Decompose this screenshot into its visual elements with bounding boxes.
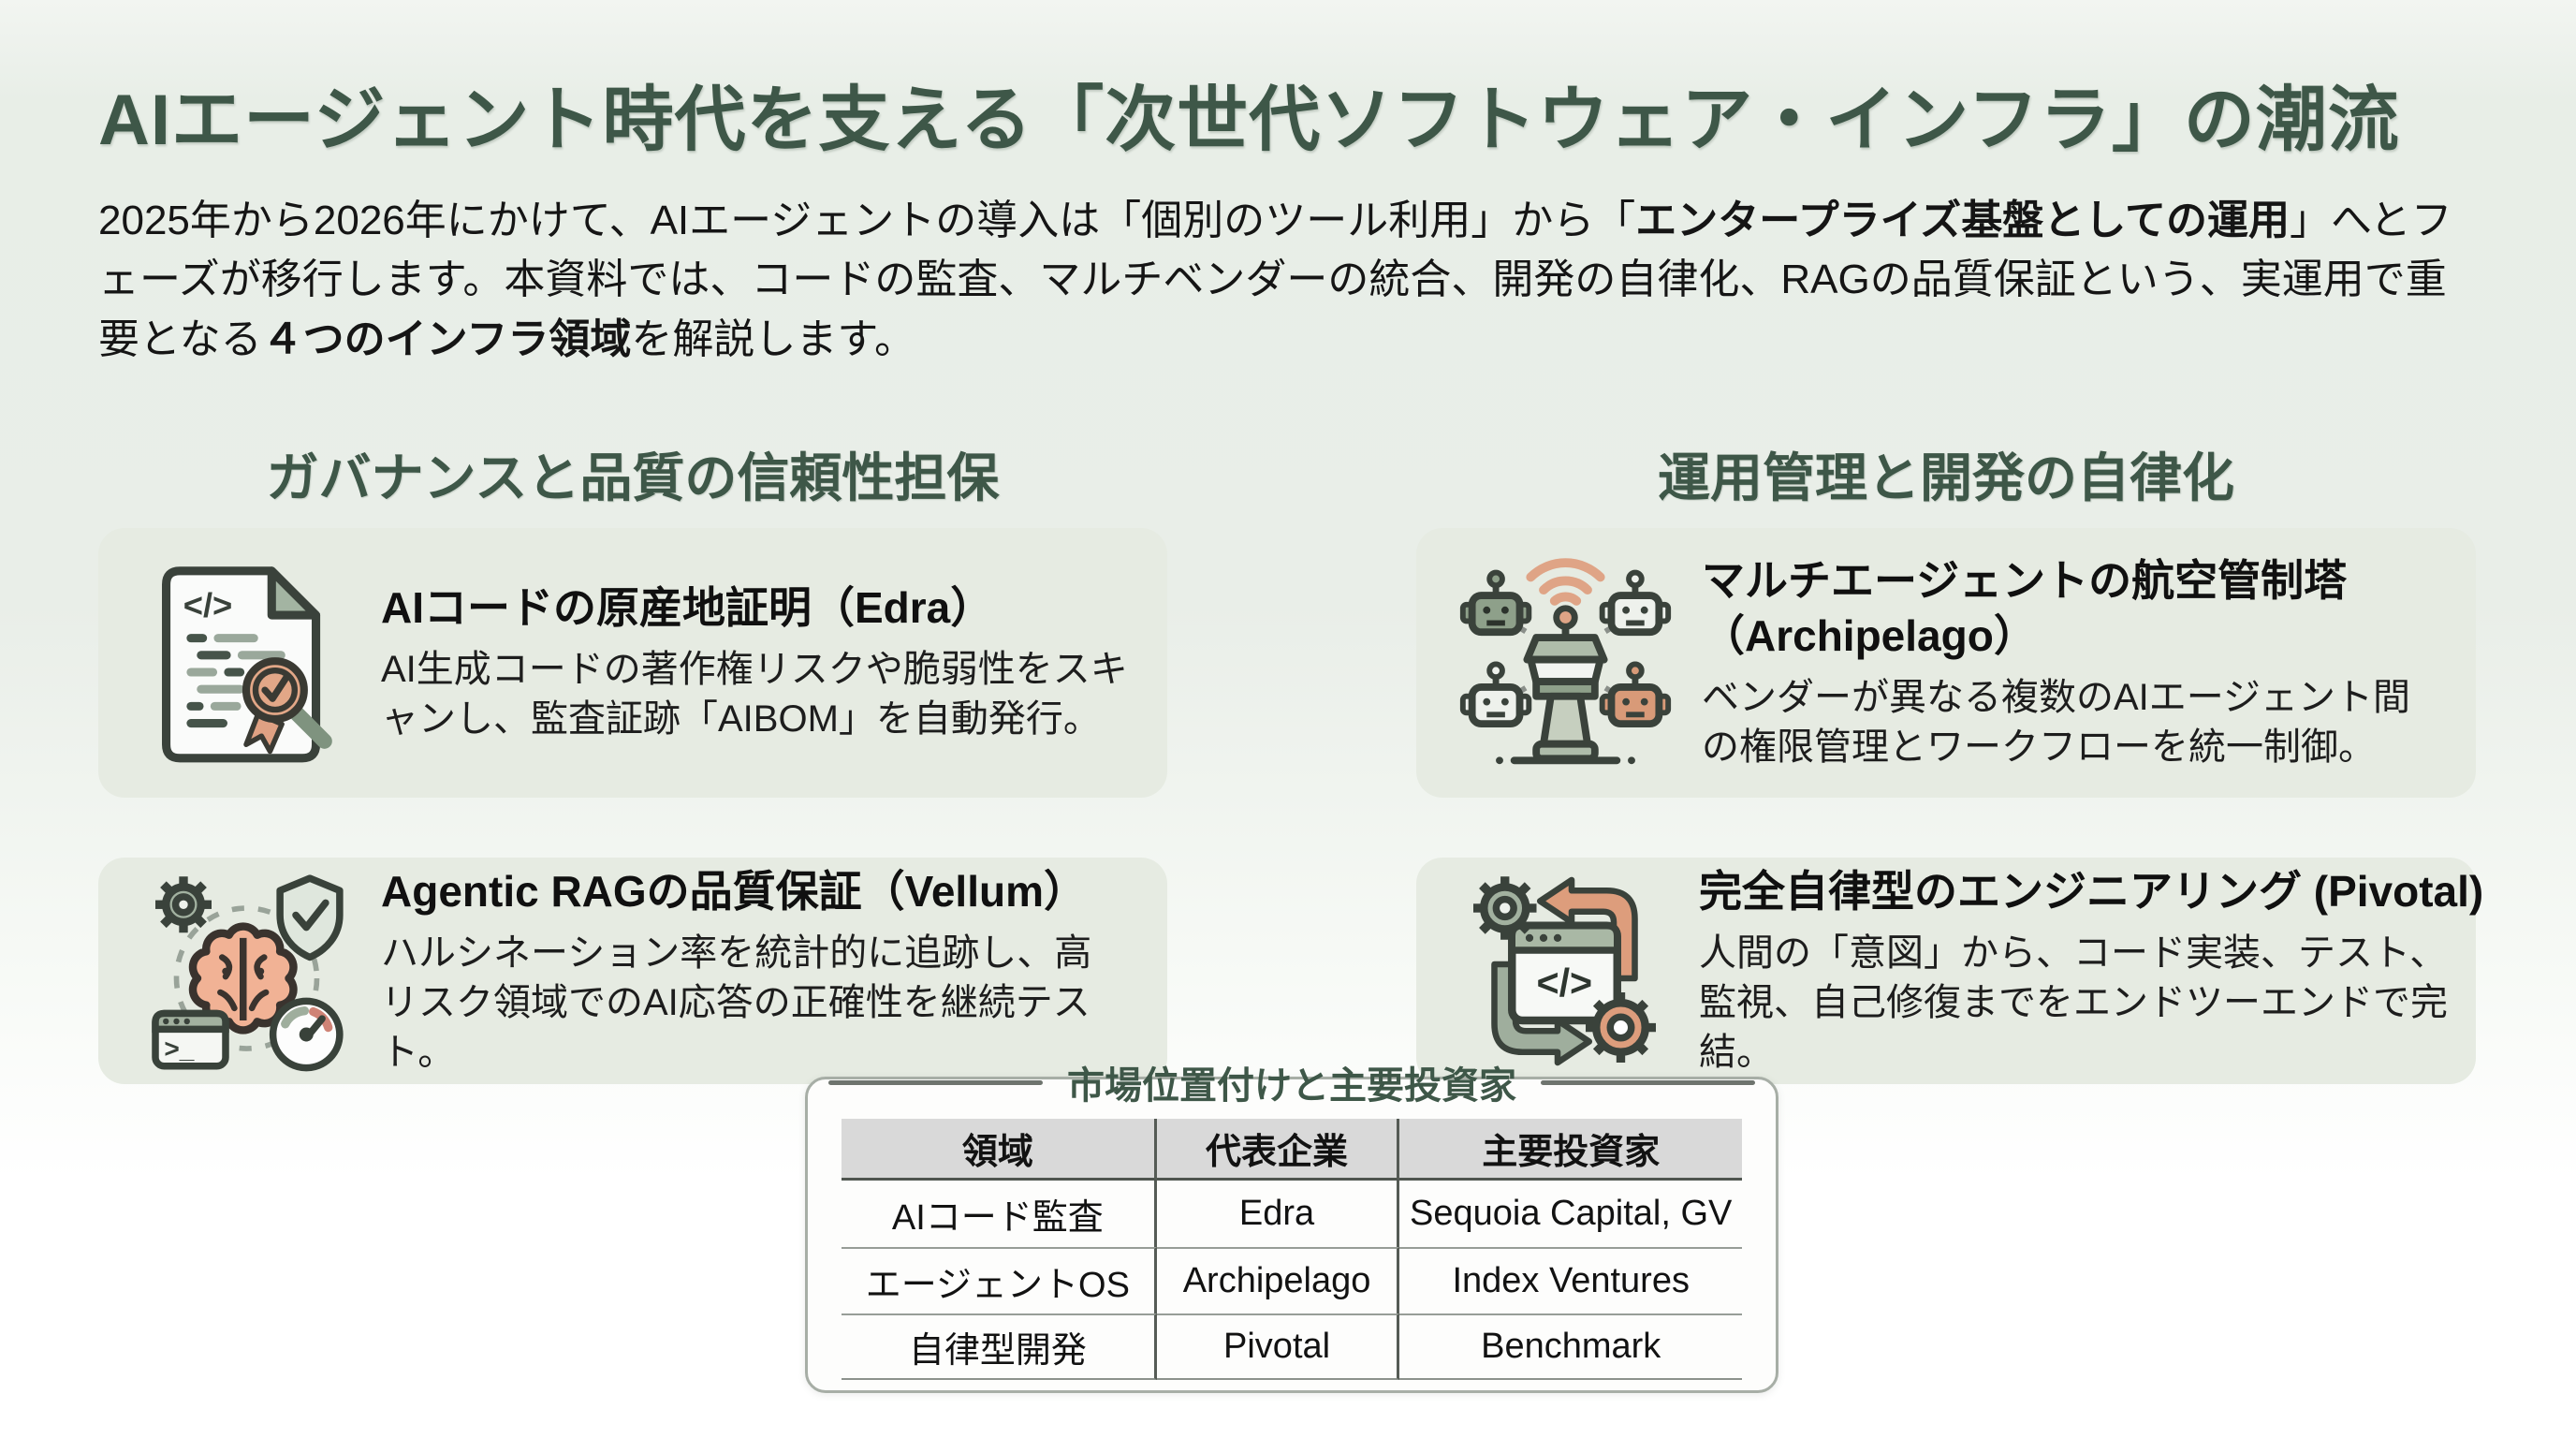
intro-paragraph: 2025年から2026年にかけて、AIエージェントの導入は「個別のツール利用」か… [98, 191, 2481, 369]
table-cell-domain-2: エージェントOS [842, 1247, 1157, 1313]
svg-text:</>: </> [1536, 961, 1592, 1004]
market-table-legend: 市場位置付けと主要投資家 [828, 1055, 1755, 1109]
card-body-archipelago: ベンダーが異なる複数のAIエージェント間の権限管理とワークフローを統一制御。 [1702, 676, 2410, 768]
table-cell-investors-1: Sequoia Capital, GV [1410, 1194, 1733, 1233]
feature-card-archipelago: マルチエージェントの航空管制塔（Archipelago） ベンダーが異なる複数の… [1416, 528, 2476, 798]
table-cell-company-2: Archipelago [1156, 1247, 1400, 1313]
card-title-vellum: Agentic RAGの品質保証（Vellum） [381, 866, 1087, 916]
page-title: AIエージェント時代を支える「次世代ソフトウェア・インフラ」の潮流 [98, 81, 2400, 160]
column-header-investors: 主要投資家 [1399, 1119, 1742, 1181]
column-header-company: 代表企業 [1156, 1119, 1400, 1181]
intro-bold-four-areas: ４つのインフラ領域 [261, 315, 632, 362]
legend-divider-right [1541, 1079, 1755, 1085]
market-table-box: 市場位置付けと主要投資家 領域 代表企業 主要投資家 AIコード監査 Edra … [805, 1065, 1778, 1393]
card-title-edra: AIコードの原産地証明（Edra） [381, 583, 994, 633]
autonomous-engineering-icon: </> [1456, 866, 1673, 1077]
feature-card-vellum: >_ Agentic RAGの品質保証（Vellum） ハルシネーション率を統計… [98, 858, 1167, 1084]
market-table-title: 市場位置付けと主要投資家 [1067, 1065, 1516, 1107]
multi-agent-control-tower-icon [1456, 553, 1676, 773]
card-title-archipelago: マルチエージェントの航空管制塔（Archipelago） [1702, 555, 2348, 660]
intro-text-2: 」へとフェーズが移行します。本資料では、コードの監査、マルチベンダーの統合、開発… [98, 198, 2452, 362]
market-table: 領域 代表企業 主要投資家 AIコード監査 Edra Sequoia Capit… [842, 1119, 1742, 1380]
table-cell-investors-3: Benchmark [1399, 1313, 1742, 1380]
card-body-vellum: ハルシネーション率を統計的に追跡し、高リスク領域でのAI応答の正確性を継続テスト… [381, 932, 1092, 1074]
section-header-governance: ガバナンスと品質の信頼性担保 [266, 448, 1000, 507]
table-cell-domain-1: AIコード監査 [842, 1181, 1157, 1247]
table-cell-company-3: Pivotal [1156, 1313, 1400, 1380]
legend-divider-left [828, 1079, 1043, 1085]
intro-text-1: 2025年から2026年にかけて、AIエージェントの導入は「個別のツール利用」か… [98, 198, 1636, 243]
card-body-pivotal: 人間の「意図」から、コード実装、テスト、監視、自己修復までをエンドツーエンドで完… [1699, 932, 2448, 1074]
feature-card-edra: </> AIコードの原産地証明（Edra） AI生成コードの著作権リスクや脆弱性… [98, 528, 1167, 798]
intro-text-3: を解説します。 [631, 315, 915, 362]
rag-quality-brain-icon: >_ [138, 866, 355, 1077]
table-cell-investors-2: Index Ventures [1399, 1247, 1742, 1313]
feature-card-pivotal: </> [1416, 858, 2483, 1084]
column-header-domain: 領域 [842, 1119, 1157, 1181]
table-cell-company-1: Edra [1157, 1181, 1400, 1247]
card-body-edra: AI生成コードの著作権リスクや脆弱性をスキャンし、監査証跡「AIBOM」を自動発… [381, 649, 1128, 741]
table-cell-domain-3: 自律型開発 [842, 1313, 1157, 1380]
intro-bold-enterprise: エンタープライズ基盤としての運用 [1635, 198, 2290, 243]
section-header-operations: 運用管理と開発の自律化 [1658, 448, 2234, 507]
code-provenance-document-icon: </> [138, 560, 355, 766]
card-title-pivotal: 完全自律型のエンジニアリング (Pivotal) [1699, 866, 2484, 916]
svg-text:</>: </> [183, 586, 233, 624]
svg-text:>_: >_ [164, 1034, 194, 1063]
